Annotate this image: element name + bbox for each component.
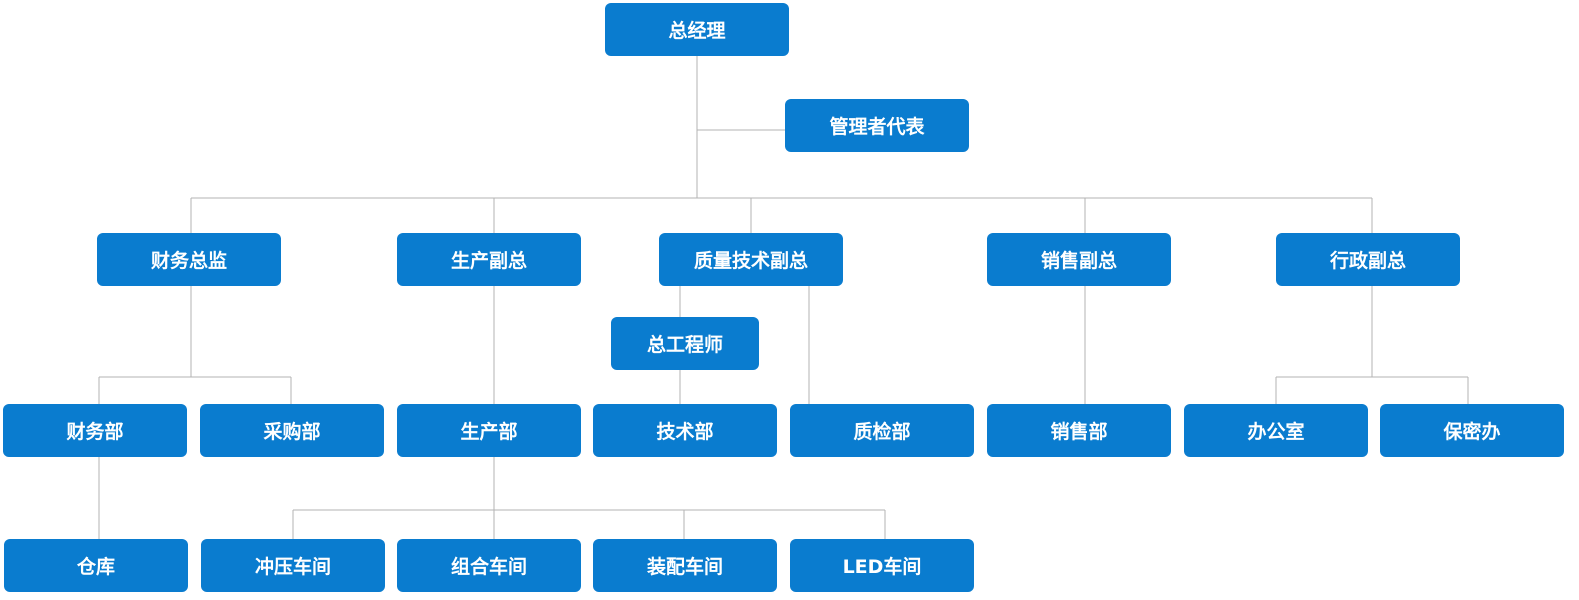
- node-quality-tech-vp[interactable]: 质量技术副总: [659, 233, 843, 286]
- node-sales-vp[interactable]: 销售副总: [987, 233, 1171, 286]
- node-production-vp[interactable]: 生产副总: [397, 233, 581, 286]
- node-purchasing-department[interactable]: 采购部: [200, 404, 384, 457]
- node-finance-director[interactable]: 财务总监: [97, 233, 281, 286]
- node-sales-department[interactable]: 销售部: [987, 404, 1171, 457]
- node-technology-department[interactable]: 技术部: [593, 404, 777, 457]
- node-finance-department[interactable]: 财务部: [3, 404, 187, 457]
- node-chief-engineer[interactable]: 总工程师: [611, 317, 759, 370]
- node-quality-inspection-department[interactable]: 质检部: [790, 404, 974, 457]
- node-general-manager[interactable]: 总经理: [605, 3, 789, 56]
- node-assembly-workshop[interactable]: 组合车间: [397, 539, 581, 592]
- node-management-representative[interactable]: 管理者代表: [785, 99, 969, 152]
- node-security-office[interactable]: 保密办: [1380, 404, 1564, 457]
- node-production-department[interactable]: 生产部: [397, 404, 581, 457]
- node-stamping-workshop[interactable]: 冲压车间: [201, 539, 385, 592]
- node-fitting-workshop[interactable]: 装配车间: [593, 539, 777, 592]
- node-admin-vp[interactable]: 行政副总: [1276, 233, 1460, 286]
- node-warehouse[interactable]: 仓库: [4, 539, 188, 592]
- node-led-workshop[interactable]: LED车间: [790, 539, 974, 592]
- node-office[interactable]: 办公室: [1184, 404, 1368, 457]
